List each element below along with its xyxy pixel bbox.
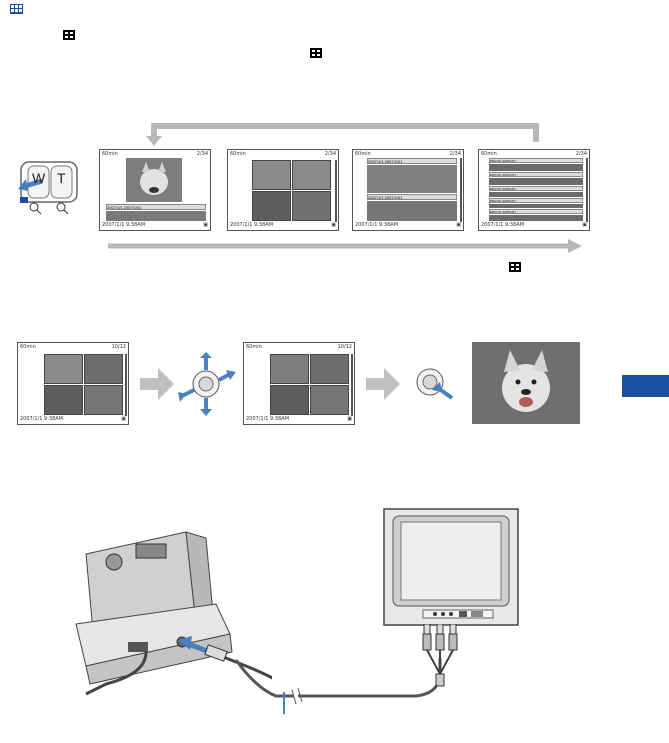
date-row: 2007/1/1 2007/1/01 (489, 172, 583, 177)
rca-plugs (420, 623, 460, 688)
thumbnail[interactable] (310, 385, 349, 415)
date-footer: 2007/1/1 9:38AM (20, 416, 64, 422)
date-row: 2007/1/1 2007/1/01 (489, 209, 583, 214)
screen-single-view: 60min 2/34 2007/1/1 2007/1/01 2007/1/1 9:… (99, 149, 211, 231)
image-count: 2/34 (575, 151, 587, 157)
film-strip (106, 211, 206, 221)
next-arrow (366, 368, 400, 400)
thumbnail[interactable] (44, 354, 83, 384)
date-footer: 2007/1/1 9:38AM (246, 416, 290, 422)
thumbnail[interactable] (270, 385, 309, 415)
date-row: 2007/1/1 2007/1/01 (489, 186, 583, 191)
index-icon (63, 27, 75, 40)
date-row: 2007/1/1 2007/1/01 (367, 158, 457, 164)
date-footer: 2007/1/1 9:38AM (355, 222, 399, 228)
thumbnail-grid (367, 165, 457, 193)
screen-index-calendar: 60min 2/34 2007/1/1 2007/1/01 2007/1/1 20… (352, 149, 464, 231)
thumbnail[interactable] (310, 354, 349, 384)
date-row: 2007/1/1 2007/1/01 (367, 194, 457, 200)
image-count: 10/12 (111, 344, 126, 350)
television (383, 508, 519, 626)
progress-arrow (108, 239, 582, 253)
thumbnail[interactable] (292, 191, 331, 221)
zoom-lever[interactable]: W T (18, 161, 80, 221)
remaining-time: 60min (481, 151, 497, 157)
w-label: W (32, 170, 46, 186)
thumbnail[interactable] (44, 385, 83, 415)
control-button-icon[interactable] (176, 352, 236, 416)
date-footer: 2007/1/1 9:38AM (102, 222, 146, 228)
thumbnail-grid (367, 201, 457, 221)
image-count: 2/34 (196, 151, 208, 157)
camera-on-cradle (66, 524, 277, 704)
screen-index-list: 60min 2/34 2007/1/1 2007/1/01 2007/1/1 20… (478, 149, 590, 231)
thumbnail[interactable] (84, 385, 123, 415)
return-arrow (146, 123, 539, 146)
date-footer: 2007/1/1 9:38AM (230, 222, 274, 228)
full-screen-photo (472, 342, 580, 424)
date-footer: 2007/1/1 9:38AM (481, 222, 525, 228)
date-bar: 2007/1/1 2007/1/01 (106, 204, 206, 210)
index-icon (310, 45, 322, 58)
t-label: T (57, 170, 66, 186)
control-button-icon[interactable] (412, 364, 454, 402)
thumbnail[interactable] (270, 354, 309, 384)
next-arrow (140, 368, 174, 400)
cable-callout-line (283, 692, 285, 714)
section-tab (622, 375, 669, 397)
remaining-time: 60min (20, 344, 36, 350)
image-count: 2/34 (449, 151, 461, 157)
thumbnail[interactable] (84, 354, 123, 384)
image-count: 10/12 (337, 344, 352, 350)
thumbnail[interactable] (292, 160, 331, 190)
date-row: 2007/1/1 2007/1/01 (489, 198, 583, 203)
thumbnail[interactable] (252, 191, 291, 221)
date-row: 2007/1/1 2007/1/01 (489, 158, 583, 163)
av-cable (236, 658, 442, 705)
remaining-time: 60min (102, 151, 118, 157)
index-icon (509, 259, 521, 272)
index-icon (10, 4, 23, 14)
thumbnail[interactable] (252, 160, 291, 190)
remaining-time: 60min (246, 344, 262, 350)
dog-photo (126, 158, 182, 202)
image-count: 2/34 (324, 151, 336, 157)
remaining-time: 60min (355, 151, 371, 157)
remaining-time: 60min (230, 151, 246, 157)
